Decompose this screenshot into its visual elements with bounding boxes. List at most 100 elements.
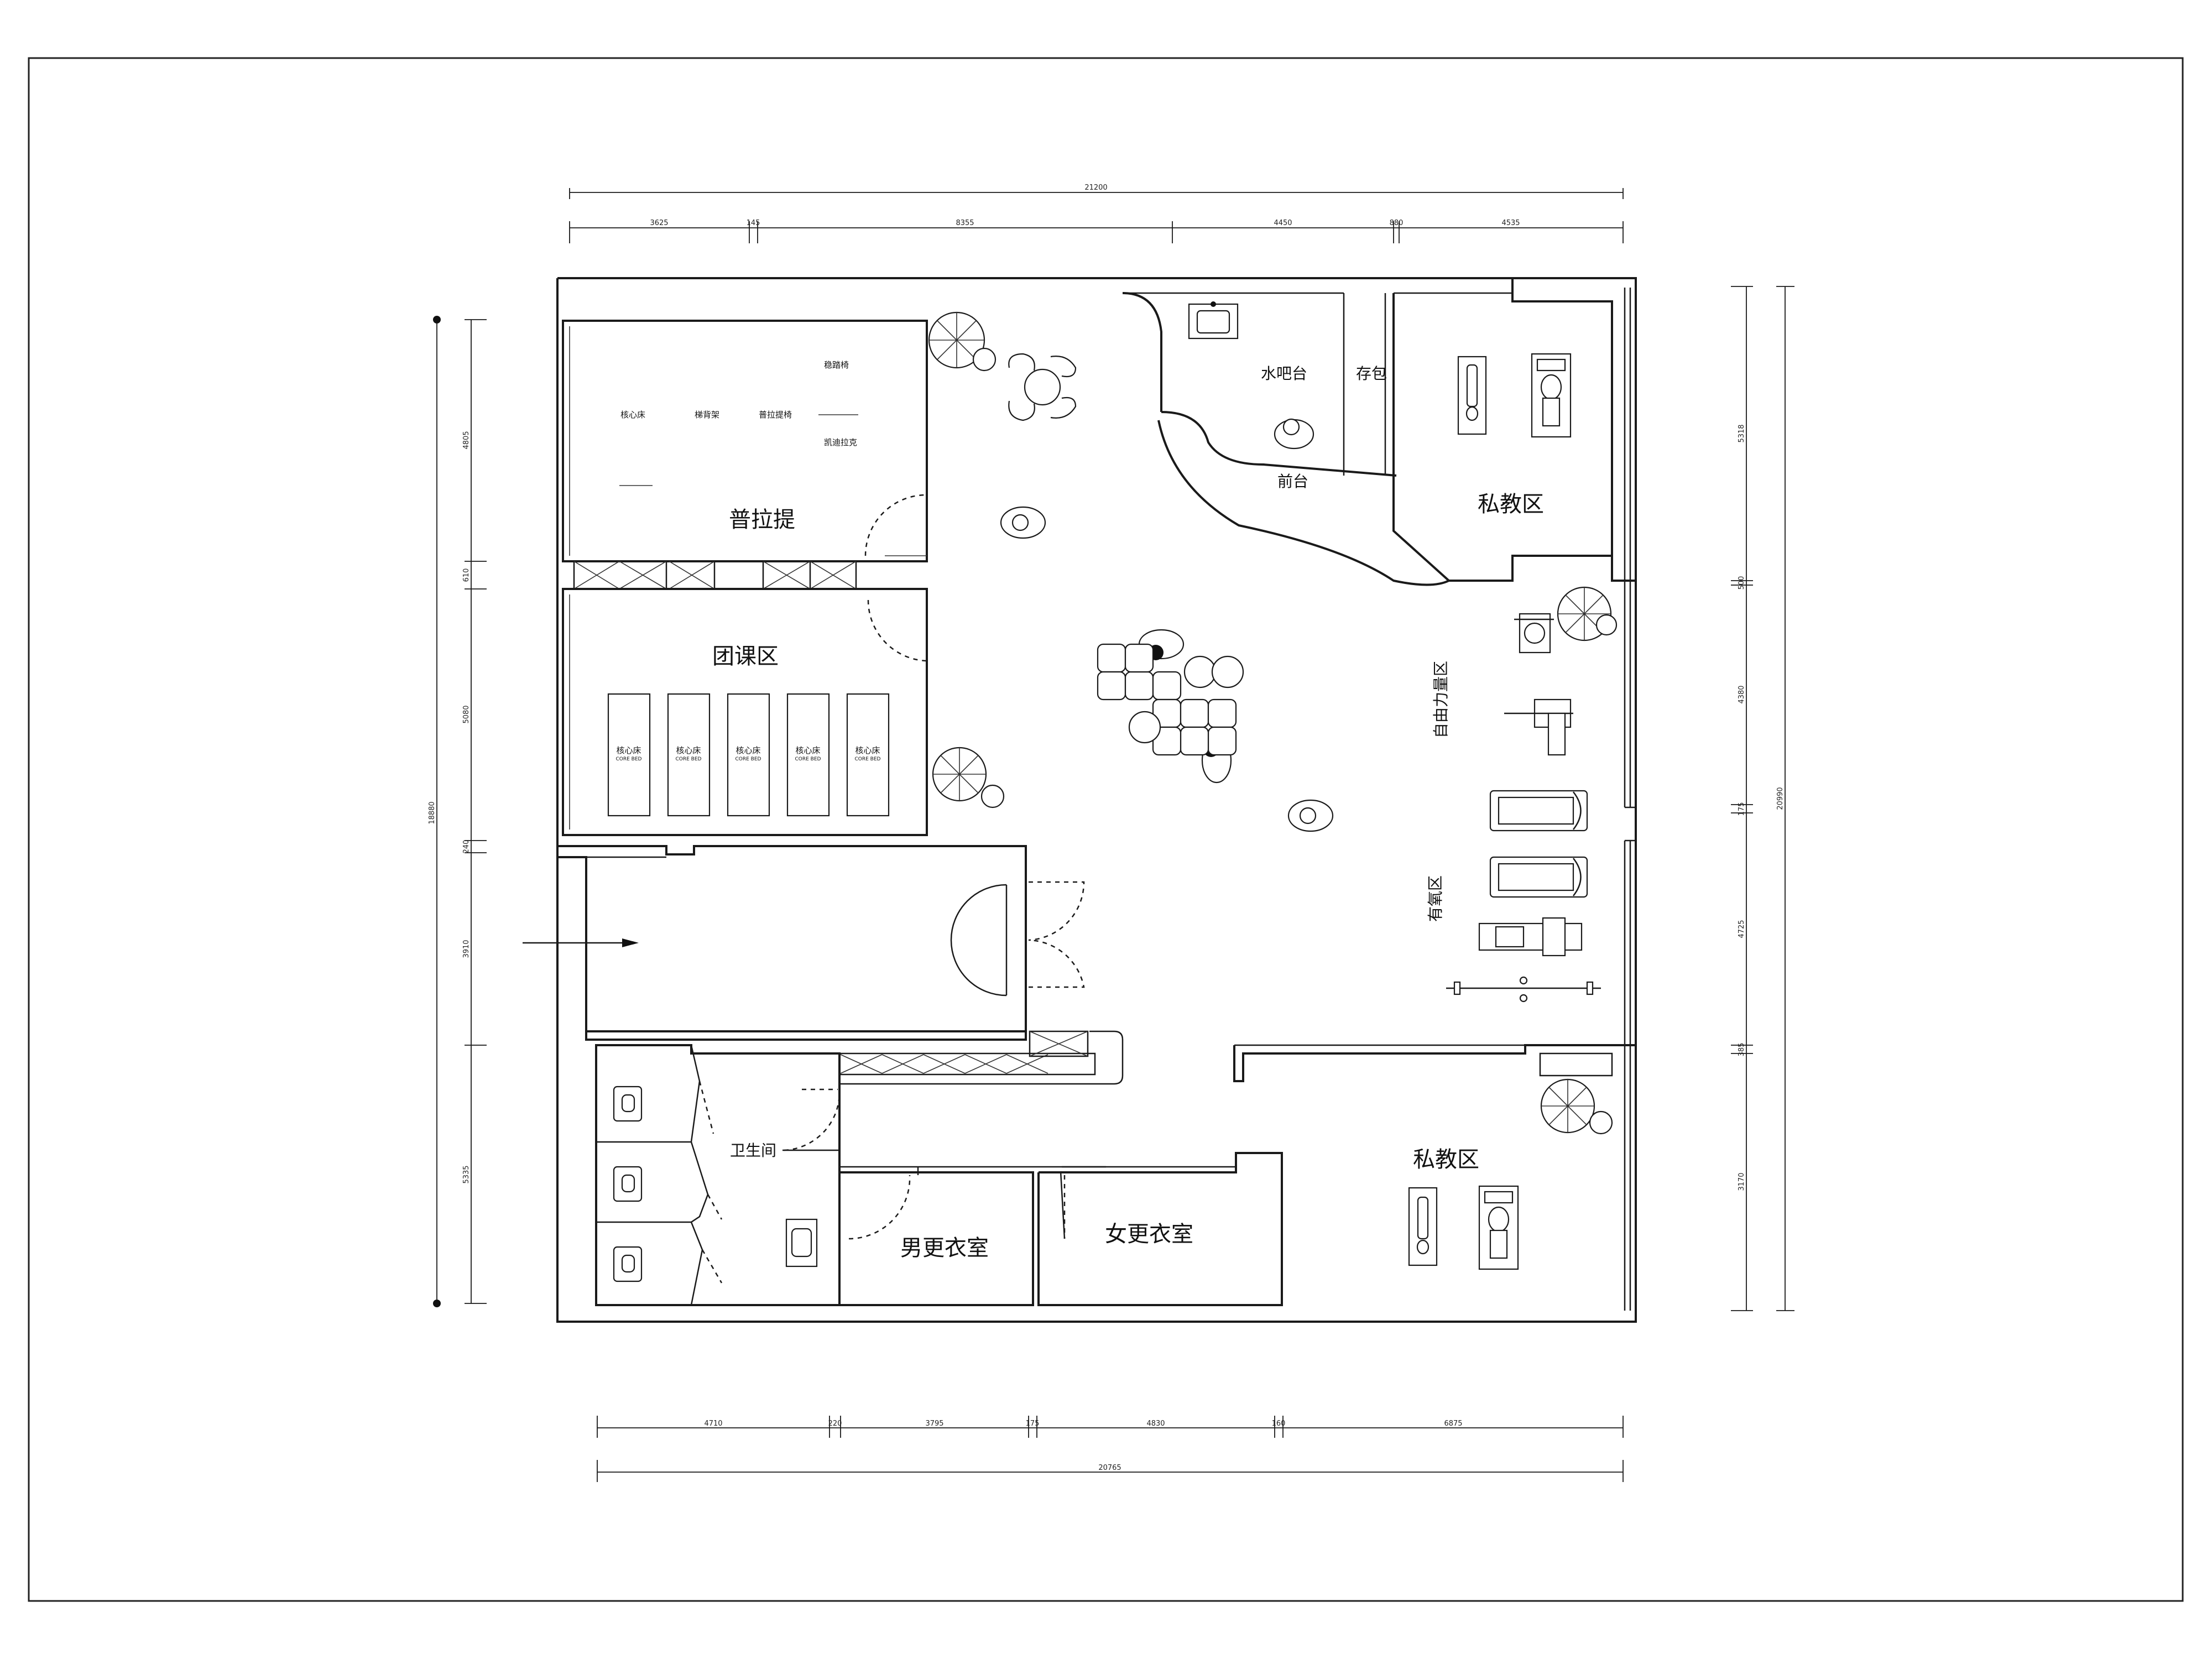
private-area-bottom — [1233, 1044, 1636, 1270]
dim-bottom: 175 — [1026, 1420, 1040, 1428]
plant-icon — [928, 311, 997, 372]
dim-top: 4450 — [1274, 219, 1292, 227]
dim-left: 240 — [462, 840, 471, 854]
dim-left: 610 — [462, 568, 471, 582]
label-bag-storage: 存包 — [1356, 364, 1387, 383]
core-bed-label: 核心床 — [735, 745, 760, 755]
bar-sink-icon — [1188, 301, 1239, 340]
dim-bottom: 6875 — [1444, 1420, 1462, 1428]
core-bed — [786, 693, 830, 817]
lounge-seating — [1097, 643, 1244, 756]
core-bed-label: 核心床 — [616, 745, 641, 755]
core-bed-sub: CORE BED — [616, 757, 642, 762]
locker-rooms — [838, 1152, 1283, 1306]
plant-icon — [1557, 586, 1618, 641]
core-bed-sub: CORE BED — [676, 757, 702, 762]
label-pilates: 普拉提 — [729, 507, 795, 533]
label-womens-locker: 女更衣室 — [1105, 1222, 1193, 1247]
reception-area — [1122, 292, 1612, 586]
entrance-corridor — [523, 845, 1085, 1041]
label-front-desk: 前台 — [1277, 472, 1308, 491]
core-bed — [727, 693, 770, 817]
sink-icon — [785, 1218, 818, 1267]
dim-right: 175 — [1738, 802, 1746, 816]
group-class-room — [562, 588, 928, 836]
dim-left-total: 18880 — [428, 801, 436, 824]
dim-top-total: 21200 — [1084, 184, 1107, 192]
dim-bottom: 4830 — [1146, 1420, 1165, 1428]
massage-bed-icon — [1457, 356, 1487, 435]
weight-machine-icon — [1504, 698, 1573, 756]
person-icon — [1000, 506, 1046, 539]
label-private-bottom: 私教区 — [1413, 1147, 1479, 1172]
toilet-icon — [613, 1166, 643, 1202]
label-free-weights: 自由力量区 — [1432, 661, 1450, 738]
label-private-top: 私教区 — [1478, 492, 1544, 517]
treadmill-icon — [1489, 790, 1588, 832]
plant-icon — [932, 747, 1005, 808]
dim-left: 5080 — [462, 705, 471, 723]
dim-right: 3170 — [1738, 1172, 1746, 1191]
restroom-block — [595, 1044, 841, 1306]
core-bed-label: 核心床 — [676, 745, 701, 755]
dim-right: 5318 — [1738, 424, 1746, 442]
core-bed-label: 核心床 — [855, 745, 880, 755]
core-bed — [846, 693, 890, 817]
toilet-icon — [613, 1086, 643, 1122]
dim-right: 385 — [1738, 1043, 1746, 1057]
core-bed-sub: CORE BED — [795, 757, 821, 762]
person-icon — [1287, 799, 1334, 832]
massage-bed-icon — [1408, 1187, 1438, 1266]
entry-arrow-icon — [622, 938, 639, 947]
weight-machine-icon — [1514, 613, 1554, 654]
dim-left: 3910 — [462, 940, 471, 958]
dim-bottom: 160 — [1272, 1420, 1286, 1428]
dim-left: 5335 — [462, 1165, 471, 1183]
label-mens-locker: 男更衣室 — [900, 1235, 989, 1261]
label-pilates-a: 核心床 — [620, 410, 645, 420]
core-bed — [607, 693, 651, 817]
core-bed-sub: CORE BED — [855, 757, 881, 762]
massage-bed-icon — [1478, 1185, 1519, 1270]
dim-top: 4535 — [1501, 219, 1520, 227]
dim-right: 500 — [1738, 576, 1746, 590]
label-group-class: 团课区 — [712, 644, 779, 669]
dim-left: 4805 — [462, 431, 471, 449]
plant-icon — [1540, 1078, 1613, 1135]
core-bed — [667, 693, 711, 817]
treadmill-icon — [1489, 856, 1588, 898]
core-bed-sub: CORE BED — [735, 757, 761, 762]
label-pilates-d: 稳踏椅 — [824, 360, 849, 370]
dim-bottom-total: 20765 — [1098, 1464, 1121, 1472]
dim-right: 4380 — [1738, 685, 1746, 703]
dim-bottom: 3795 — [925, 1420, 943, 1428]
dim-right: 4725 — [1738, 920, 1746, 938]
receptionist-icon — [1274, 418, 1314, 450]
drawing-frame — [28, 57, 2184, 1602]
dim-bottom: 4710 — [704, 1420, 722, 1428]
label-pilates-c: 普拉提椅 — [759, 410, 792, 420]
dim-top: 145 — [747, 219, 760, 227]
label-water-bar: 水吧台 — [1261, 364, 1307, 383]
lounge-table-icon — [1008, 353, 1077, 421]
barbell-icon — [1446, 976, 1601, 1003]
dim-top: 880 — [1390, 219, 1404, 227]
dimension-left — [433, 316, 487, 1307]
dim-right-total: 20990 — [1776, 787, 1785, 810]
dimension-bottom — [597, 1416, 1624, 1482]
label-restroom: 卫生间 — [730, 1141, 776, 1160]
elliptical-icon — [1478, 917, 1583, 957]
label-pilates-e: 凯迪拉克 — [824, 437, 857, 447]
toilet-icon — [613, 1246, 643, 1282]
dim-top: 3625 — [650, 219, 668, 227]
dimension-top — [569, 188, 1624, 243]
label-cardio: 有氧区 — [1426, 875, 1444, 922]
massage-bed-icon — [1531, 353, 1572, 438]
dim-top: 8355 — [956, 219, 974, 227]
private-area-top — [1457, 353, 1572, 438]
label-pilates-b: 梯背架 — [695, 410, 719, 420]
core-bed-labels: 核心床 CORE BED 核心床 CORE BED 核心床 CORE BED 核… — [616, 745, 881, 762]
building-outline — [556, 277, 1637, 1323]
pilates-room — [556, 320, 928, 590]
